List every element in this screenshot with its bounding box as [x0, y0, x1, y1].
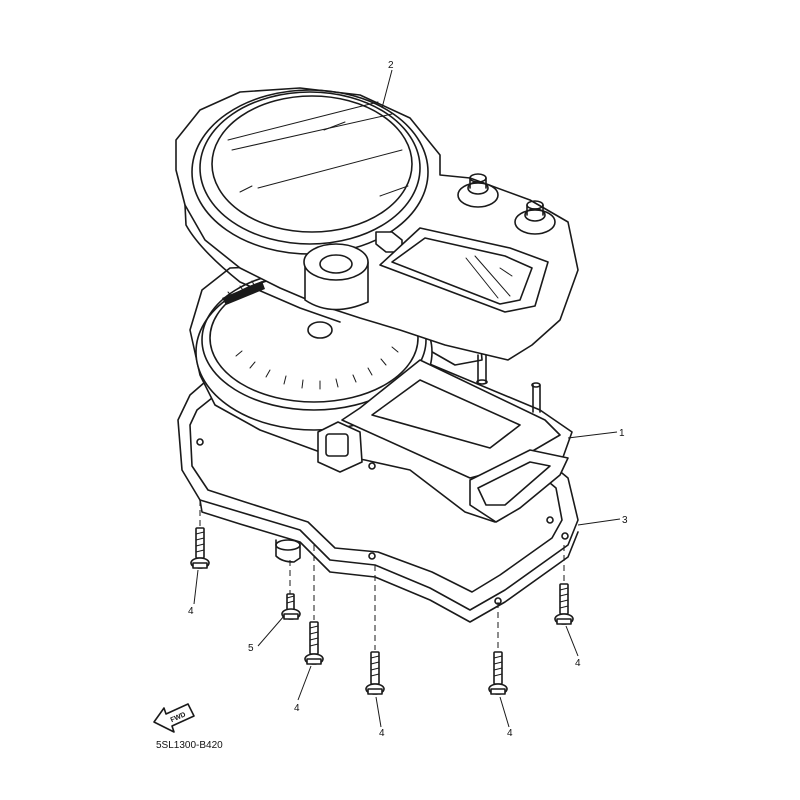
callout-4-d: 4 [507, 728, 513, 739]
callout-2: 2 [388, 60, 394, 71]
screw-4-e [554, 583, 574, 625]
callout-1: 1 [619, 428, 625, 439]
axis-lines [199, 500, 565, 650]
adjust-knob-right [514, 200, 556, 235]
callout-4-a: 4 [188, 606, 194, 617]
screw-5 [281, 593, 301, 620]
callout-5: 5 [248, 643, 254, 654]
callout-4-b: 4 [294, 703, 300, 714]
callout-3: 3 [622, 515, 628, 526]
fwd-arrow-icon: FWD [153, 703, 195, 733]
adjust-knob-left [457, 173, 499, 208]
redline-marker [222, 281, 265, 305]
upper-cover-part-2 [175, 87, 579, 361]
callout-4-e: 4 [575, 658, 581, 669]
part-code: 5SL1300-B420 [156, 740, 223, 751]
screw-4-a [190, 527, 210, 569]
screw-4-c [365, 651, 385, 695]
screw-4-b [304, 621, 324, 665]
screw-4-d [488, 651, 508, 695]
center-hub-tube [303, 243, 369, 311]
callout-labels: 2 1 3 4 5 4 4 4 4 [188, 60, 628, 739]
leader-lines [193, 69, 621, 728]
callout-4-c: 4 [379, 728, 385, 739]
